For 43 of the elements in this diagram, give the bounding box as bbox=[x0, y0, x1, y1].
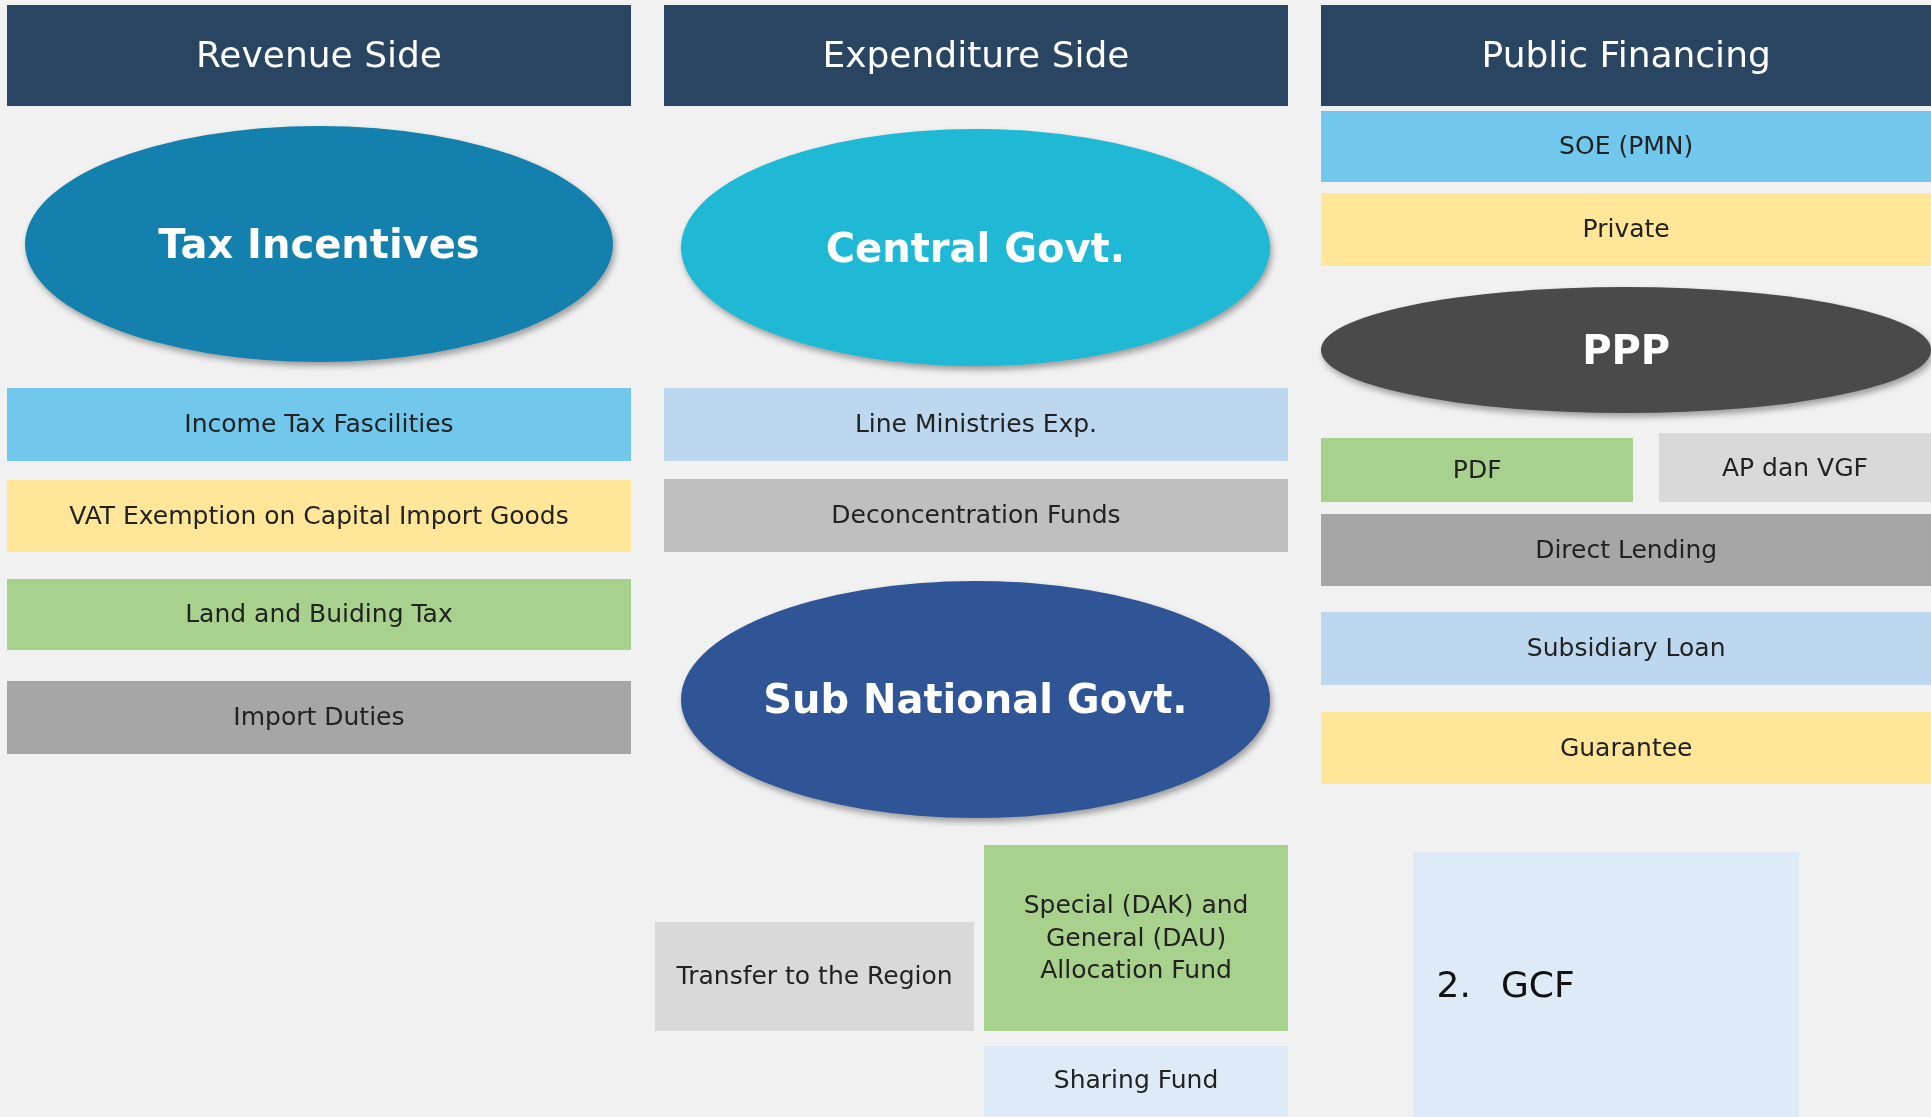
category-box bbox=[983, 844, 1289, 1031]
node-label: Central Govt. bbox=[825, 223, 1125, 273]
category-box bbox=[663, 387, 1289, 461]
category-box bbox=[7, 480, 631, 552]
node-label: Import Duties bbox=[233, 701, 405, 734]
header-bar bbox=[7, 4, 631, 106]
column-heading: Revenue Side bbox=[195, 33, 442, 77]
category-box bbox=[1321, 438, 1633, 503]
category-box bbox=[1321, 110, 1931, 183]
category-box bbox=[1321, 711, 1931, 785]
list-item: GCF bbox=[1500, 964, 1575, 1006]
category-box bbox=[1321, 193, 1931, 266]
node-label: Line Ministries Exp. bbox=[854, 408, 1098, 440]
node-label: Private bbox=[1582, 213, 1670, 246]
category-box bbox=[7, 578, 631, 651]
category-box bbox=[663, 479, 1289, 552]
node-label: Sub National Govt. bbox=[763, 675, 1188, 725]
node-label: Guarantee bbox=[1559, 731, 1693, 764]
node-label: Deconcentration Funds bbox=[831, 499, 1121, 532]
node-label: Tax Incentives bbox=[158, 219, 480, 269]
category-box bbox=[1321, 513, 1931, 587]
node-label: Direct Lending bbox=[1535, 533, 1718, 566]
node-label: PDF bbox=[1452, 454, 1502, 487]
category-box bbox=[655, 922, 975, 1031]
node-label: PPP bbox=[1582, 325, 1671, 375]
list-number: 2. bbox=[1436, 964, 1471, 1006]
header-bar bbox=[663, 4, 1289, 106]
node-label: Land and Buiding Tax bbox=[185, 598, 453, 631]
header-bar bbox=[1321, 4, 1931, 106]
category-box bbox=[1321, 612, 1931, 685]
node-label: Income Tax Fascilities bbox=[184, 408, 454, 440]
category-box bbox=[7, 681, 631, 754]
node-label: VAT Exemption on Capital Import Goods bbox=[69, 499, 569, 532]
node-label: Special (DAK) and General (DAU) Allocation Fund bbox=[1022, 889, 1250, 987]
node-label: Subsidiary Loan bbox=[1526, 632, 1726, 665]
column-heading: Public Financing bbox=[1481, 33, 1771, 77]
node-label: Transfer to the Region bbox=[676, 960, 953, 993]
column-heading: Expenditure Side bbox=[822, 33, 1130, 77]
node-label: Sharing Fund bbox=[1053, 1064, 1219, 1097]
node-label: SOE (PMN) bbox=[1559, 130, 1694, 163]
category-box bbox=[7, 387, 631, 461]
node-label: AP dan VGF bbox=[1721, 451, 1868, 484]
category-box bbox=[1658, 433, 1931, 503]
